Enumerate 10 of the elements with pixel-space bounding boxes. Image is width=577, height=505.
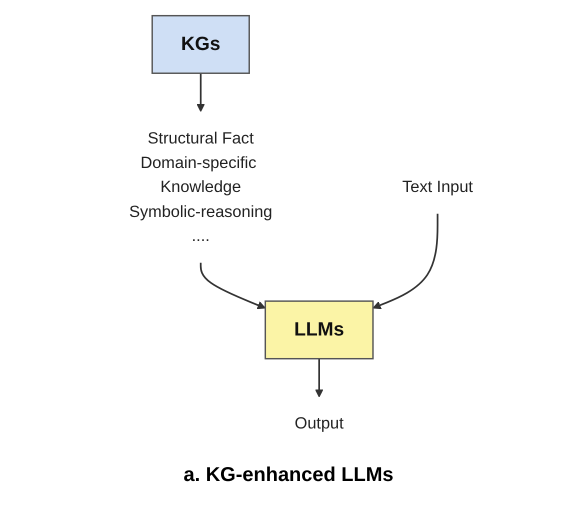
arrow xyxy=(314,358,324,398)
node-text: Text Input xyxy=(402,178,473,196)
node-text: Structural Fact Domain-specific Knowledge Symbolic-reasoning .... xyxy=(128,128,272,245)
arrow xyxy=(372,214,438,310)
caption: a. KG-enhanced LLMs xyxy=(183,464,394,487)
arrow xyxy=(200,262,266,310)
node-box: KGs xyxy=(151,14,250,74)
node-text: Output xyxy=(294,414,344,433)
node-box: LLMs xyxy=(264,300,374,360)
arrow xyxy=(196,73,205,112)
